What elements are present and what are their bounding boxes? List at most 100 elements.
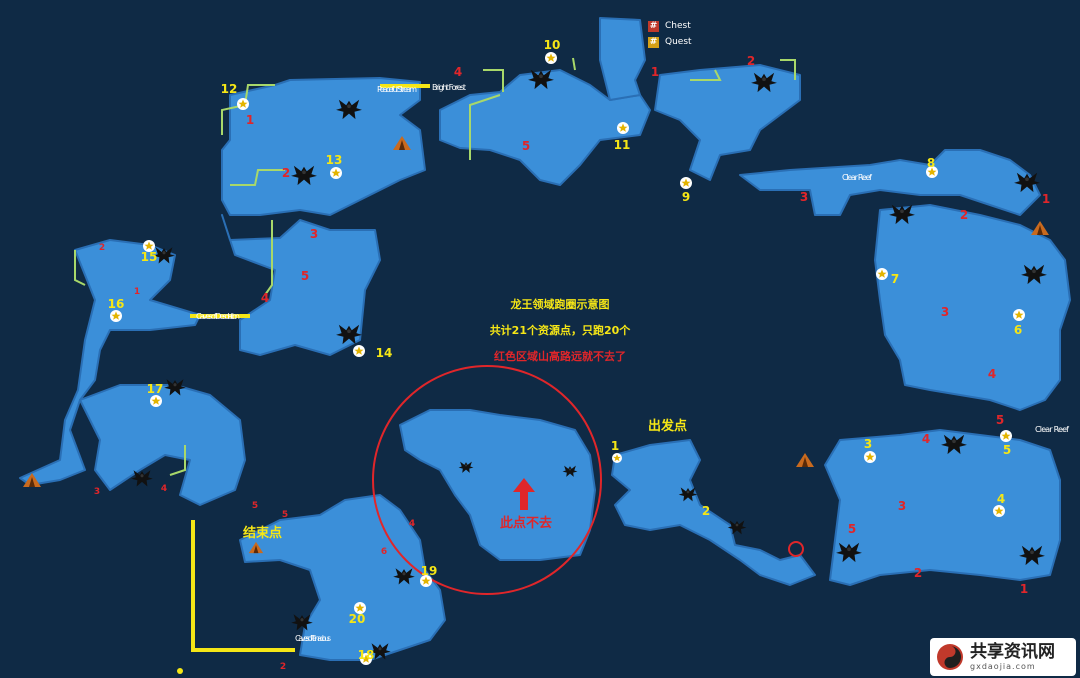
resource-number-7: 7 [891, 272, 899, 286]
resource-number-10: 10 [544, 38, 561, 52]
resource-number-15: 15 [141, 250, 158, 264]
svg-text:4: 4 [454, 65, 462, 79]
end-label: 结束点 [243, 525, 282, 541]
svg-text:1: 1 [134, 287, 140, 297]
svg-text:1: 1 [1042, 192, 1050, 206]
resource-number-16: 16 [108, 297, 125, 311]
resource-number-4: 4 [997, 492, 1005, 506]
resource-number-1: 1 [611, 439, 619, 453]
label-bright-forest: Bright Forest [432, 83, 466, 92]
svg-text:5: 5 [996, 413, 1004, 427]
svg-text:5: 5 [252, 501, 258, 511]
star-icon [150, 395, 162, 407]
star-icon [876, 268, 888, 280]
resource-number-20: 20 [349, 612, 366, 626]
tent-icon [796, 453, 814, 467]
label-cave-of-desolation: Caves of Desolation [196, 312, 240, 321]
legend-chest-label: Chest [665, 21, 691, 31]
star-icon [864, 451, 876, 463]
map-subtitle: 共计21个资源点，只跑20个 [489, 324, 631, 337]
legend-quest: # Quest [648, 34, 692, 50]
resource-number-6: 6 [1014, 323, 1022, 337]
svg-text:2: 2 [280, 662, 286, 672]
svg-text:6: 6 [381, 547, 387, 557]
svg-text:4: 4 [922, 432, 930, 446]
map-title-block: 龙王领域跑圈示意图 共计21个资源点，只跑20个 红色区域山高路远就不去了 [470, 292, 650, 370]
svg-text:4: 4 [261, 291, 269, 305]
watermark-main: 共享资讯网 [970, 642, 1055, 662]
svg-text:2: 2 [914, 566, 922, 580]
svg-text:4: 4 [409, 519, 415, 529]
resource-number-5: 5 [1003, 443, 1011, 457]
chest-icon: # [648, 20, 659, 32]
resource-number-8: 8 [927, 156, 935, 170]
resource-number-18: 18 [358, 648, 375, 662]
resource-number-14: 14 [376, 346, 393, 360]
resource-number-19: 19 [421, 564, 438, 578]
label-clear-reef-right: Clear Reef [1035, 425, 1069, 434]
skip-zone-circle [372, 365, 602, 595]
resource-number-3: 3 [864, 437, 872, 451]
svg-text:4: 4 [161, 484, 167, 494]
label-clear-reef-top: Clear Reef [842, 173, 872, 182]
star-icon [1013, 309, 1025, 321]
watermark: 共享资讯网 gxdaojia.com [930, 638, 1076, 676]
star-icon [993, 505, 1005, 517]
star-icon [353, 345, 365, 357]
resource-number-2: 2 [702, 504, 710, 518]
svg-text:2: 2 [960, 208, 968, 222]
route-endpoint-dot [177, 668, 183, 674]
resource-number-11: 11 [614, 138, 631, 152]
star-icon [617, 122, 629, 134]
svg-text:3: 3 [310, 227, 318, 241]
watermark-text: 共享资讯网 gxdaojia.com [970, 642, 1055, 672]
svg-text:5: 5 [282, 510, 288, 520]
svg-text:1: 1 [1020, 582, 1028, 596]
star-icon [612, 453, 622, 463]
star-icon [1000, 430, 1012, 442]
svg-text:2: 2 [282, 166, 290, 180]
skip-label: 此点不去 [500, 515, 552, 531]
place-labels: Peaceful Stream Bright Forest Clear Reef… [196, 83, 1069, 643]
terrain-layer [19, 17, 1071, 661]
label-caves-bottom: Caves of Tenacious [295, 634, 331, 643]
svg-text:5: 5 [522, 139, 530, 153]
map-title: 龙王领域跑圈示意图 [510, 298, 610, 311]
resource-number-9: 9 [682, 190, 690, 204]
svg-text:3: 3 [941, 305, 949, 319]
watermark-logo-icon [937, 644, 963, 670]
svg-text:5: 5 [848, 522, 856, 536]
legend-quest-label: Quest [665, 37, 692, 47]
label-peaceful-stream: Peaceful Stream [377, 85, 417, 94]
resource-number-12: 12 [221, 82, 238, 96]
star-icon [680, 177, 692, 189]
resource-number-13: 13 [326, 153, 343, 167]
svg-text:5: 5 [301, 269, 309, 283]
skip-arrow-icon [513, 478, 535, 510]
yellow-route [190, 84, 430, 652]
red-number-markers: 1 2 3 4 5 4 5 1 2 3 1 2 3 4 5 4 3 5 2 1 … [94, 54, 1050, 672]
svg-text:1: 1 [651, 65, 659, 79]
tent-icon [1031, 221, 1049, 235]
svg-text:3: 3 [898, 499, 906, 513]
resource-number-17: 17 [147, 382, 164, 396]
start-label: 出发点 [648, 418, 687, 434]
svg-text:2: 2 [99, 243, 105, 253]
star-icon [110, 310, 122, 322]
map-legend: # Chest # Quest [648, 18, 692, 50]
svg-text:3: 3 [800, 190, 808, 204]
yellow-number-labels: 1 2 3 4 5 6 7 8 9 10 11 12 13 14 15 16 1… [108, 38, 1023, 662]
star-icon [545, 52, 557, 64]
red-ring-marker [788, 541, 804, 557]
map-note: 红色区域山高路远就不去了 [494, 350, 626, 363]
svg-text:2: 2 [747, 54, 755, 68]
svg-text:3: 3 [94, 487, 100, 497]
dragon-icon [131, 470, 153, 487]
svg-text:4: 4 [988, 367, 996, 381]
star-icon [237, 98, 249, 110]
star-icon [330, 167, 342, 179]
watermark-sub: gxdaojia.com [970, 662, 1036, 671]
legend-chest: # Chest [648, 18, 692, 34]
route-labels: 出发点 结束点 此点不去 [243, 418, 687, 541]
